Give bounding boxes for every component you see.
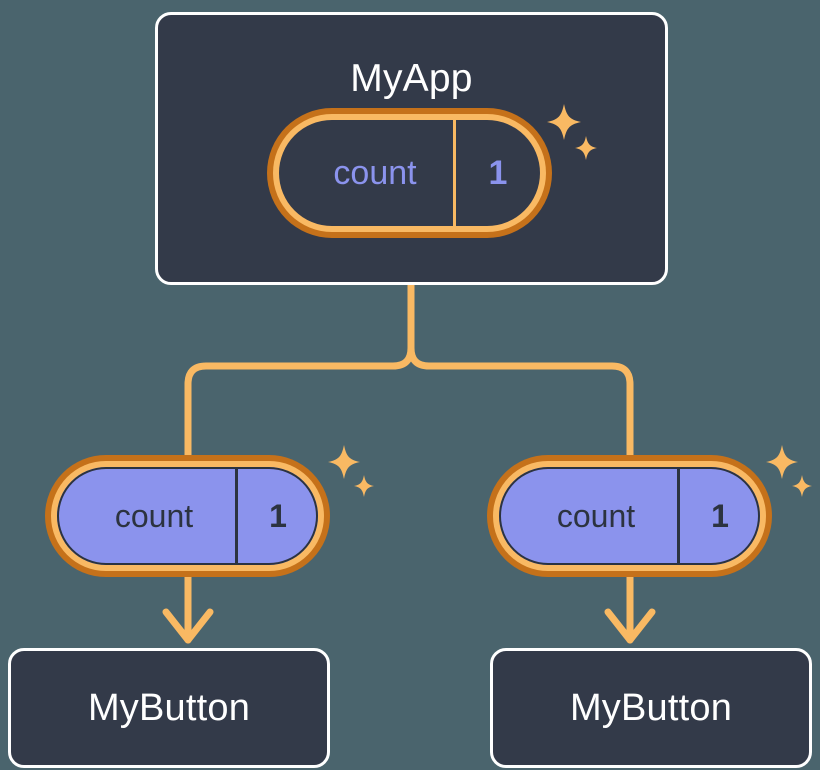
state-pill-body: count 1 — [57, 467, 318, 565]
state-pill-inner-ring: count 1 — [493, 461, 766, 571]
connector-branch-left — [184, 344, 415, 459]
state-value-label: 1 — [677, 467, 760, 565]
state-pill-myapp[interactable]: count 1 — [267, 108, 552, 238]
state-key-label: count — [333, 153, 417, 192]
state-value-label: 1 — [235, 467, 318, 565]
state-pill-inner-ring: count 1 — [51, 461, 324, 571]
component-title-label: MyButton — [87, 687, 251, 729]
state-pill-left[interactable]: count 1 — [45, 455, 330, 577]
arrow-down-icon-right — [604, 608, 656, 644]
state-pill-inner-ring: count 1 — [273, 114, 546, 232]
state-key-label: count — [114, 497, 194, 534]
component-card-mybutton-right[interactable]: MyButton — [490, 648, 812, 768]
state-pill-body: count 1 — [499, 467, 760, 565]
state-pill-body: count 1 — [279, 120, 540, 226]
arrow-down-icon-left — [162, 608, 214, 644]
state-pill-right[interactable]: count 1 — [487, 455, 772, 577]
state-key-label: count — [556, 497, 636, 534]
component-title-label: MyButton — [569, 687, 733, 729]
state-value-label: 1 — [453, 120, 540, 226]
component-card-mybutton-left[interactable]: MyButton — [8, 648, 330, 768]
connector-branch-right — [407, 344, 634, 459]
page-title: MyApp — [350, 57, 473, 100]
